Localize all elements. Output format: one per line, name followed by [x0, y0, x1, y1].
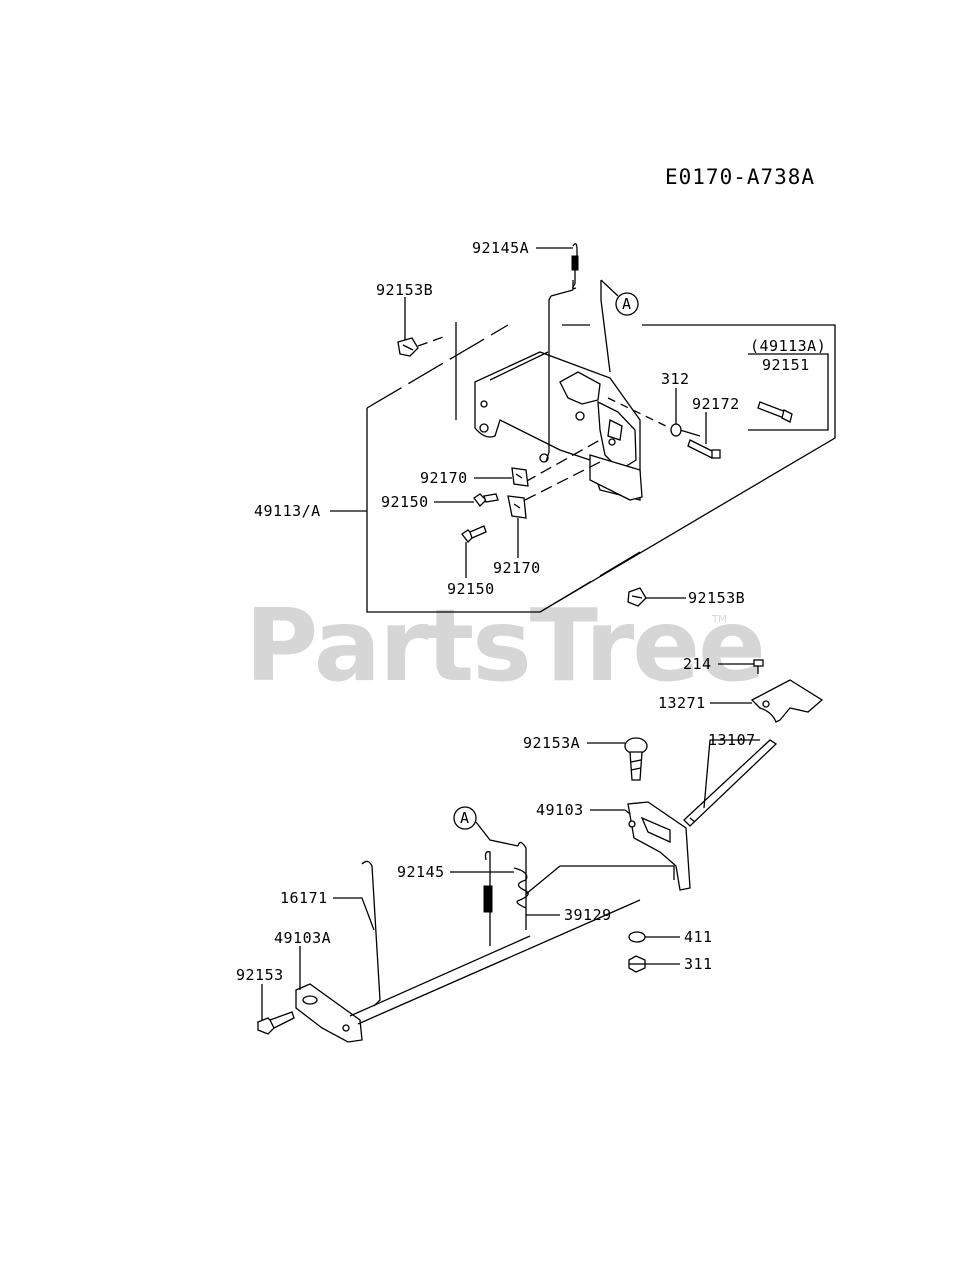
label-92170-a: 92170 [420, 469, 468, 487]
label-92145: 92145 [397, 863, 445, 881]
screw-92151-part [757, 401, 793, 423]
plate-13271-part [750, 679, 824, 723]
shaft-13107-part [683, 739, 778, 827]
label-49103A: 49103A [274, 929, 331, 947]
label-92153B-top: 92153B [376, 281, 433, 299]
label-92150-a: 92150 [381, 493, 429, 511]
label-92172: 92172 [692, 395, 740, 413]
plate-49103A-part [295, 899, 641, 1043]
clip-92170-a-part [511, 467, 529, 487]
washer-312-part [670, 423, 682, 437]
label-311: 311 [684, 955, 713, 973]
label-312: 312 [661, 370, 690, 388]
callout-a-top: A [600, 279, 639, 316]
label-92151: 92151 [762, 356, 810, 374]
label-411: 411 [684, 928, 713, 946]
spring-92145A-part [571, 243, 579, 290]
control-bracket-assembly [366, 280, 836, 613]
rod-16171-part [361, 860, 381, 1007]
label-92150-b: 92150 [447, 580, 495, 598]
label-39129: 39129 [564, 906, 612, 924]
label-92145A: 92145A [472, 239, 529, 257]
label-92153B-mid: 92153B [688, 589, 745, 607]
label-16171: 16171 [280, 889, 328, 907]
clip-92170-b-part [507, 495, 527, 519]
bolt-92150-a-part [473, 493, 499, 507]
label-214: 214 [683, 655, 712, 673]
label-49113-A: 49113/A [254, 502, 321, 520]
leader-lines [261, 247, 829, 1020]
label-92153A: 92153A [523, 734, 580, 752]
carriage-bolt-92153A-part [624, 737, 648, 781]
label-92153: 92153 [236, 966, 284, 984]
watermark-trademark: TM [711, 614, 727, 625]
flange-bolt-92153B-mid [627, 587, 647, 607]
svg-text:A: A [460, 809, 470, 827]
svg-text:A: A [622, 295, 632, 313]
lever-49103-part [627, 801, 691, 891]
watermark: PartsTree [245, 587, 764, 704]
screw-214-part [753, 659, 764, 674]
spring-92145-part [483, 841, 529, 946]
washer-411-part [628, 931, 646, 943]
diagram-code: E0170-A738A [665, 165, 815, 189]
label-49113A-ref: (49113A) [750, 337, 826, 355]
bolt-92172-part [687, 439, 721, 459]
bracket-39129-outline [525, 865, 675, 895]
label-92170-b: 92170 [493, 559, 541, 577]
flange-bolt-92153-part [257, 1011, 295, 1035]
label-13271: 13271 [658, 694, 706, 712]
label-49103: 49103 [536, 801, 584, 819]
flange-bolt-92153B-top [397, 337, 419, 357]
part-labels: 92145A 92153B (49113A) 92151 312 92172 9… [236, 239, 826, 984]
label-13107: 13107 [708, 731, 756, 749]
bolt-92150-b-part [461, 525, 487, 543]
nut-311-part [628, 955, 646, 973]
callout-a-bottom: A [453, 806, 519, 847]
